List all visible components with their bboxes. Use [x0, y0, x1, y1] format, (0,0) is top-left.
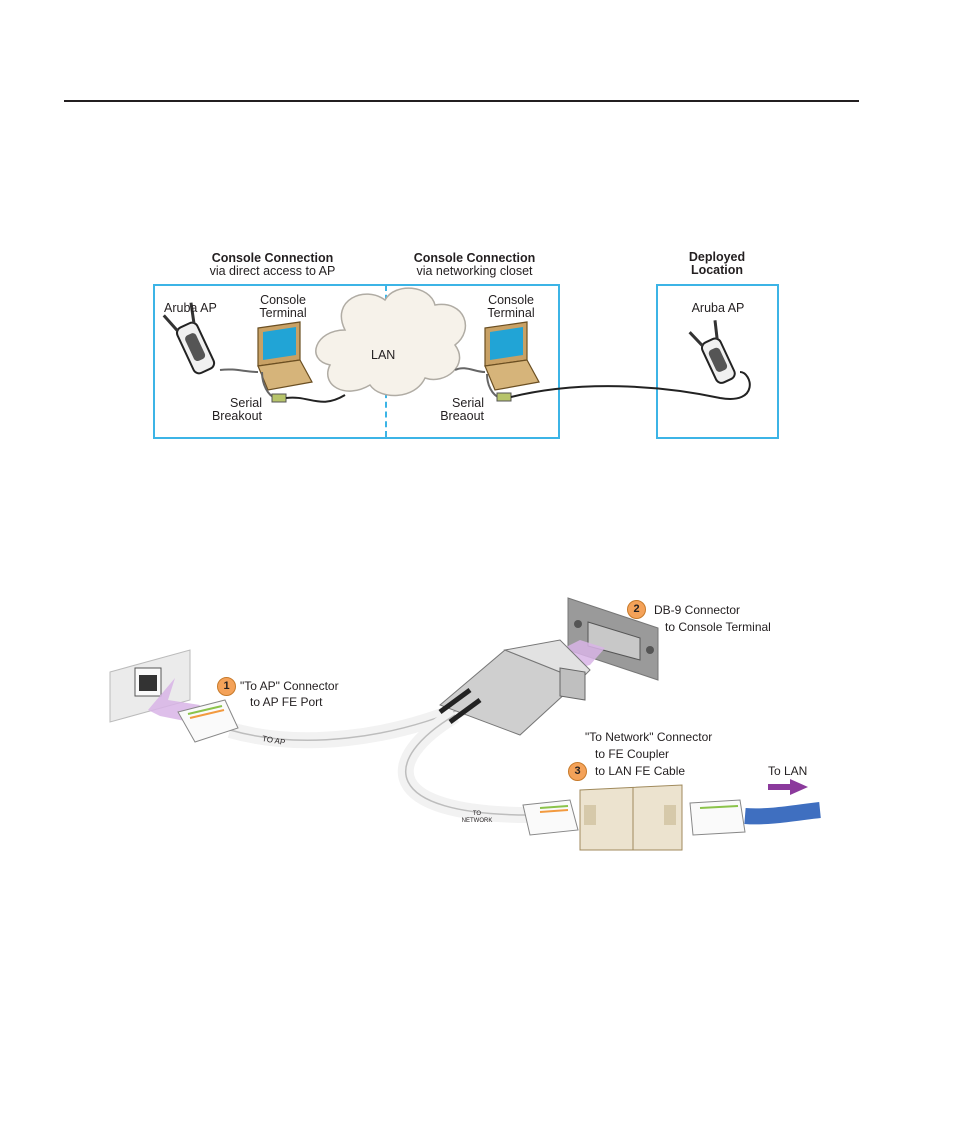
deployed-location-box: [656, 284, 779, 439]
middle-terminal-label-2: Terminal: [487, 306, 535, 320]
to-lan-label: To LAN: [768, 764, 808, 778]
console-terminal-icon-middle: [484, 321, 540, 391]
callout-3-line-3: to LAN FE Cable: [595, 764, 686, 778]
fe-coupler-icon: [579, 784, 683, 851]
db9-connector-icon: [438, 639, 591, 736]
aruba-ap-icon-left: [162, 302, 216, 375]
callout-2-line-2: to Console Terminal: [665, 620, 771, 634]
ap-serial-cable-left: [219, 368, 259, 373]
deployed-ap-label: Aruba AP: [691, 301, 745, 315]
to-ap-rj45-connector-icon: [177, 699, 239, 743]
to-lan-arrow-icon: [768, 779, 808, 795]
top-rule: [64, 100, 859, 102]
left-breakout-label-1: Serial: [230, 396, 262, 410]
left-terminal-label-2: Terminal: [259, 306, 307, 320]
left-section-box: [153, 284, 560, 439]
cable-label-to-network-1: TO: [472, 811, 482, 817]
console-terminal-icon-left: [257, 321, 313, 391]
callout-1-badge: 1: [217, 677, 236, 696]
lan-cloud-label: LAN: [371, 348, 396, 362]
middle-terminal-label-1: Console: [488, 293, 534, 307]
left-breakout-label-2: Breakout: [211, 409, 262, 423]
left-terminal-label-1: Console: [260, 293, 306, 307]
lan-fe-cable: [744, 802, 821, 825]
lan-rj45-connector-icon: [689, 799, 746, 836]
middle-section-subtitle: via networking closet: [416, 264, 533, 278]
callout-3-line-2: to FE Coupler: [595, 747, 670, 761]
callout-1-line-1: "To AP" Connector: [240, 679, 339, 693]
db9-port-plate-icon: [567, 597, 659, 681]
callout-2-line-1: DB-9 Connector: [654, 603, 741, 617]
callout-3-badge: 3: [568, 762, 587, 781]
cable-label-to-network-2: NETWORK: [461, 818, 493, 824]
middle-breakout-label-2: Breaout: [440, 409, 484, 423]
middle-breakout-label-1: Serial: [452, 396, 484, 410]
left-ap-label: Aruba AP: [164, 301, 217, 315]
callout-1-line-2: to AP FE Port: [250, 695, 323, 709]
left-section-title: Console Connection: [211, 251, 334, 265]
callout-3-line-1: "To Network" Connector: [585, 730, 713, 744]
aruba-ap-icon-right: [688, 320, 736, 384]
deployed-title-2: Location: [690, 263, 744, 277]
deployed-title-1: Deployed: [688, 250, 746, 264]
callout-2-badge: 2: [627, 600, 646, 619]
left-section-subtitle: via direct access to AP: [209, 264, 336, 278]
serial-cable-to-deployed-ap: [510, 371, 751, 400]
middle-section-title: Console Connection: [413, 251, 536, 265]
to-network-rj45-connector-icon: [522, 799, 579, 836]
